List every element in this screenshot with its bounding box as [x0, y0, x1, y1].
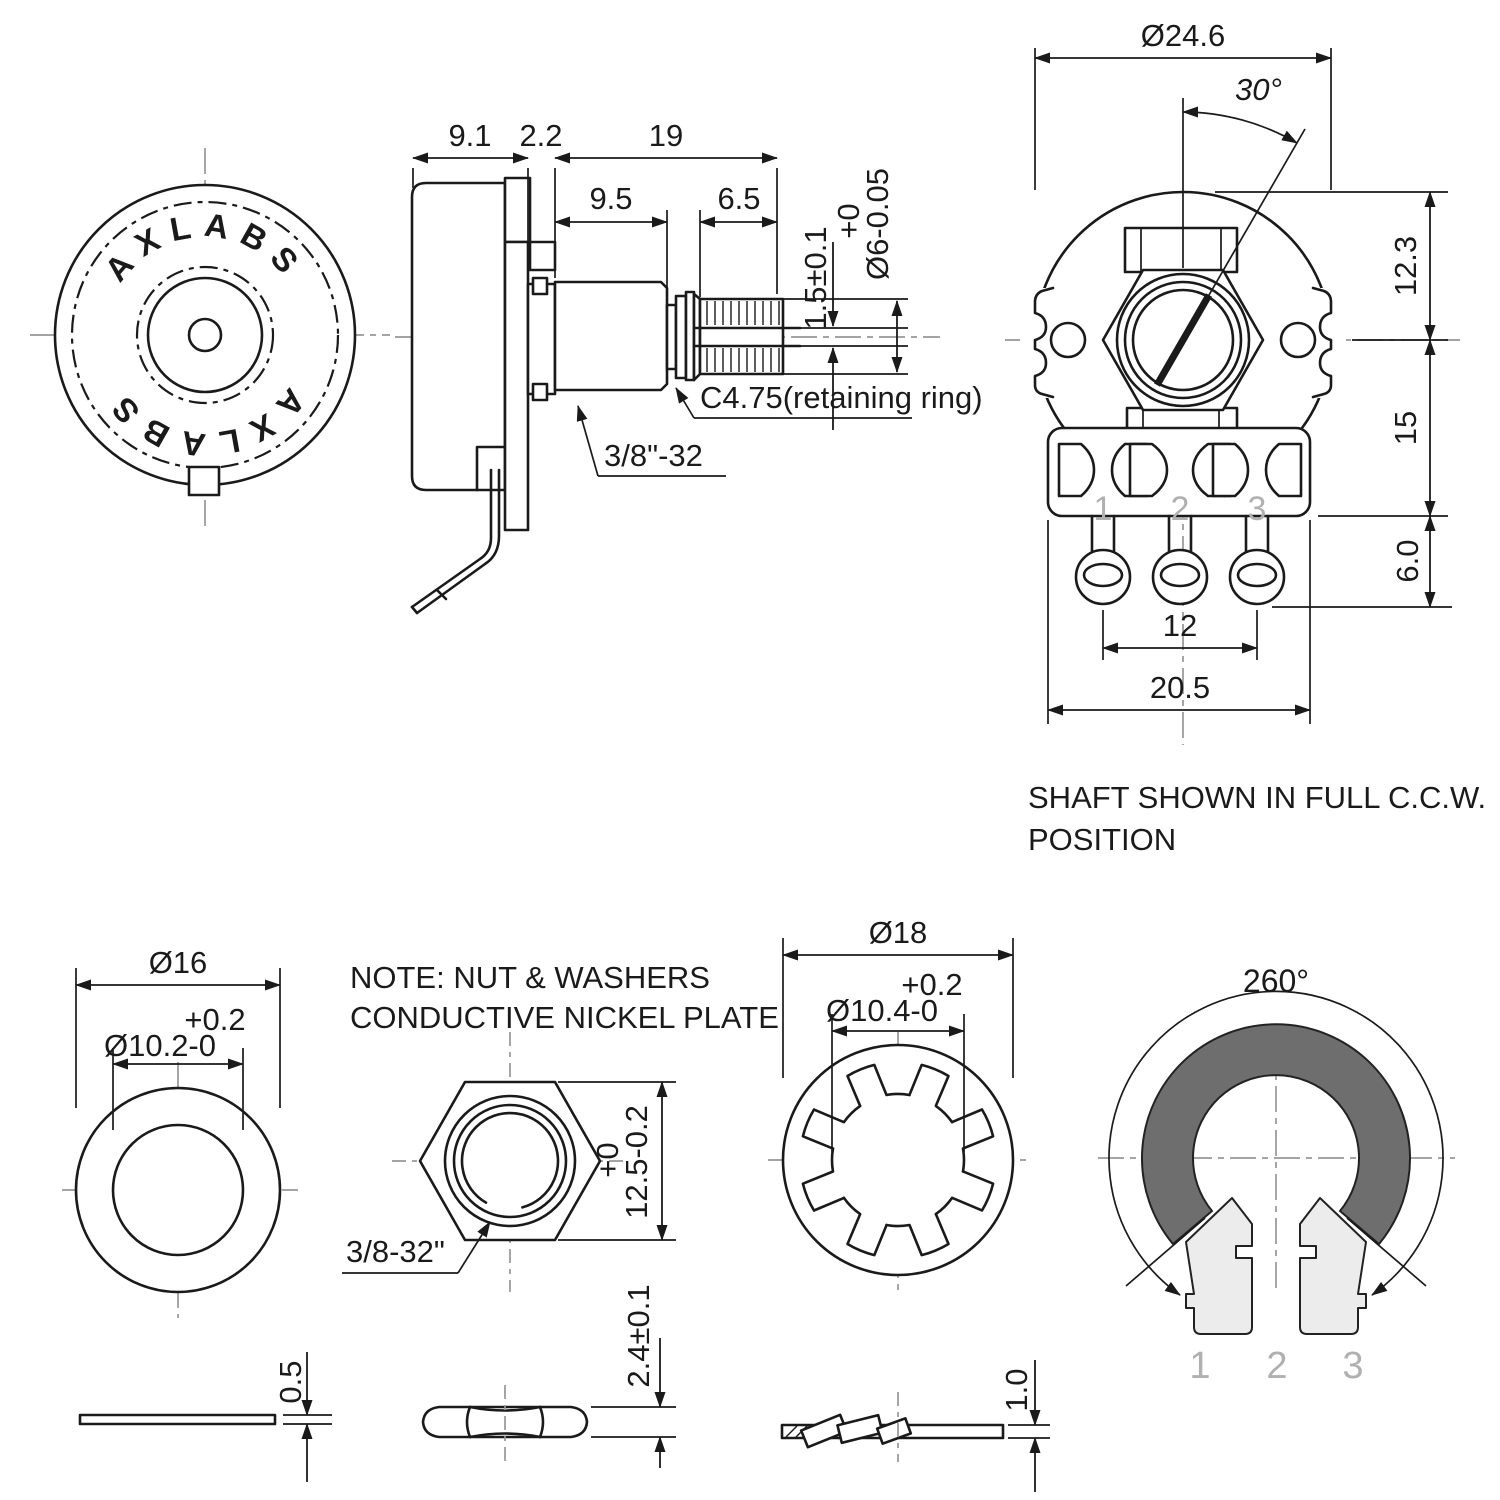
frame-plate	[503, 240, 530, 532]
flat-washer-view: Ø16 +0.2 Ø10.2-0 0.5	[62, 945, 332, 1482]
stack-tab-top	[531, 276, 549, 296]
knurled-shaft	[698, 297, 785, 376]
nut-thread-label: 3/8-32"	[346, 1234, 445, 1269]
shaft-end	[1131, 288, 1235, 392]
bracket-step	[528, 240, 557, 272]
hub-hidden-edge	[135, 265, 275, 405]
dim-body-dia: Ø24.6	[1141, 18, 1225, 53]
dim-nut-thickness: 2.4±0.1	[621, 1284, 656, 1387]
element-terminal-3: 3	[1342, 1345, 1363, 1387]
nut-chamfer-circle	[443, 1094, 577, 1228]
terminal-tab-left	[1185, 1197, 1253, 1335]
washer-hole-tolerance: +0.2	[184, 1002, 245, 1037]
thread-label-side: 3/8"-32	[604, 438, 703, 473]
shaft-dia: Ø6-0.05	[860, 168, 895, 280]
front-view-dimensions: 12 20.5 12.3 15 6.0	[1047, 191, 1452, 724]
shaft-dia-tolerance: +0	[831, 203, 866, 238]
dim-terminal-span: 12	[1163, 608, 1197, 643]
element-terminal-2: 2	[1266, 1345, 1287, 1387]
dim-slot-depth: 1.5±0.1	[798, 226, 833, 329]
angle-arc	[1182, 106, 1298, 144]
note-line2: CONDUCTIVE NICKEL PLATE	[350, 1000, 779, 1035]
lock-tooth-2	[836, 1413, 884, 1445]
dim-6-5: 6.5	[717, 181, 760, 216]
terminal-lugs	[1074, 514, 1286, 606]
rotation-arc	[1108, 990, 1444, 1296]
hub-outline	[146, 276, 264, 394]
stack-tab-bottom	[531, 382, 549, 402]
back-view: AXLABS AXLABS	[30, 148, 390, 528]
dim-washer-hole: Ø10.2-0	[104, 1028, 216, 1063]
element-view: 260° 1 2 3	[1098, 963, 1455, 1387]
washer-stack	[526, 282, 557, 396]
dim-center-to-block: 15	[1388, 411, 1423, 445]
hex-nut-view: +0 12.5-0.2 3/8-32" 2.4±0.1	[342, 1032, 676, 1468]
threaded-bushing	[553, 280, 669, 392]
terminal-tab-right	[1299, 1197, 1367, 1335]
lock-tooth-3	[875, 1417, 913, 1445]
dim-angle-30: 30°	[1235, 72, 1282, 107]
can-step	[475, 445, 507, 492]
dim-nut-across-flats: 12.5-0.2	[619, 1105, 654, 1219]
collar-ring-1	[665, 303, 678, 371]
side-view-dimensions: 9.1 2.2 19 9.5 6.5 1.5±0.1 +0 Ø6-0.05 C4…	[412, 118, 983, 477]
nut-bore	[452, 1103, 568, 1219]
bushing-edge	[1123, 280, 1243, 400]
can-body	[410, 181, 507, 492]
retaining-ring-label: C4.75(retaining ring)	[700, 380, 983, 415]
cover-tab	[187, 465, 221, 497]
lock-hole-tolerance: +0.2	[901, 967, 962, 1002]
dim-9-5: 9.5	[589, 181, 632, 216]
nut-hexagon	[418, 1080, 602, 1242]
front-view: 30° Ø24.6 1 2 3 12	[1005, 18, 1460, 745]
caption-line2: POSITION	[1028, 822, 1176, 857]
mount-tab-top	[503, 176, 532, 244]
angle-shaft-line	[1182, 128, 1306, 341]
mount-hole-left	[1049, 321, 1087, 359]
terminal-number-1: 1	[1094, 490, 1113, 528]
dim-lug-drop: 6.0	[1390, 539, 1425, 582]
dim-rotation: 260°	[1243, 963, 1309, 999]
lock-washer-outer	[781, 1043, 1015, 1277]
cover-hidden-edge	[70, 200, 340, 470]
dim-washer-thickness: 0.5	[273, 1360, 308, 1403]
left-notch	[1033, 286, 1055, 399]
washer-edge	[1115, 272, 1251, 408]
caption-line1: SHAFT SHOWN IN FULL C.C.W.	[1028, 780, 1486, 815]
nut-thread-arc	[460, 1111, 560, 1209]
mount-hole-right	[1279, 321, 1317, 359]
dim-2-2: 2.2	[519, 118, 562, 153]
nut-af-tolerance: +0	[590, 1142, 625, 1177]
dim-19: 19	[649, 118, 683, 153]
washer-hole	[111, 1123, 245, 1257]
terminal-block	[1046, 426, 1312, 518]
washer-side-profile	[78, 1413, 277, 1426]
dim-washer-outer: Ø16	[149, 945, 208, 980]
element-terminal-1: 1	[1189, 1345, 1210, 1387]
note-line1: NOTE: NUT & WASHERS	[350, 960, 710, 995]
side-view: 9.1 2.2 19 9.5 6.5 1.5±0.1 +0 Ø6-0.05 C4…	[395, 118, 983, 615]
right-notch	[1311, 286, 1333, 399]
dim-9-1: 9.1	[448, 118, 491, 153]
terminal-number-2: 2	[1171, 490, 1190, 528]
lock-washer-view: Ø18 +0.2 Ø10.4-0 1.0	[768, 915, 1050, 1492]
arc-limit-right	[1346, 1217, 1427, 1287]
center-hole	[187, 317, 223, 353]
resistive-element-ring	[1141, 1023, 1411, 1246]
collar-ring-2	[674, 294, 688, 380]
knurl-lines	[706, 301, 780, 372]
solder-lug	[410, 468, 501, 615]
dim-lock-outer: Ø18	[869, 915, 928, 950]
dim-lock-hole: Ø10.4-0	[826, 993, 938, 1028]
terminal-cutouts	[1057, 442, 1303, 498]
dim-lock-thickness: 1.0	[999, 1368, 1034, 1411]
dim-center-to-top: 12.3	[1388, 236, 1423, 296]
dim-block-width: 20.5	[1150, 670, 1210, 705]
crimp-tab-top	[1123, 226, 1239, 274]
terminal-number-3: 3	[1248, 490, 1267, 528]
arc-limit-left	[1125, 1217, 1206, 1287]
